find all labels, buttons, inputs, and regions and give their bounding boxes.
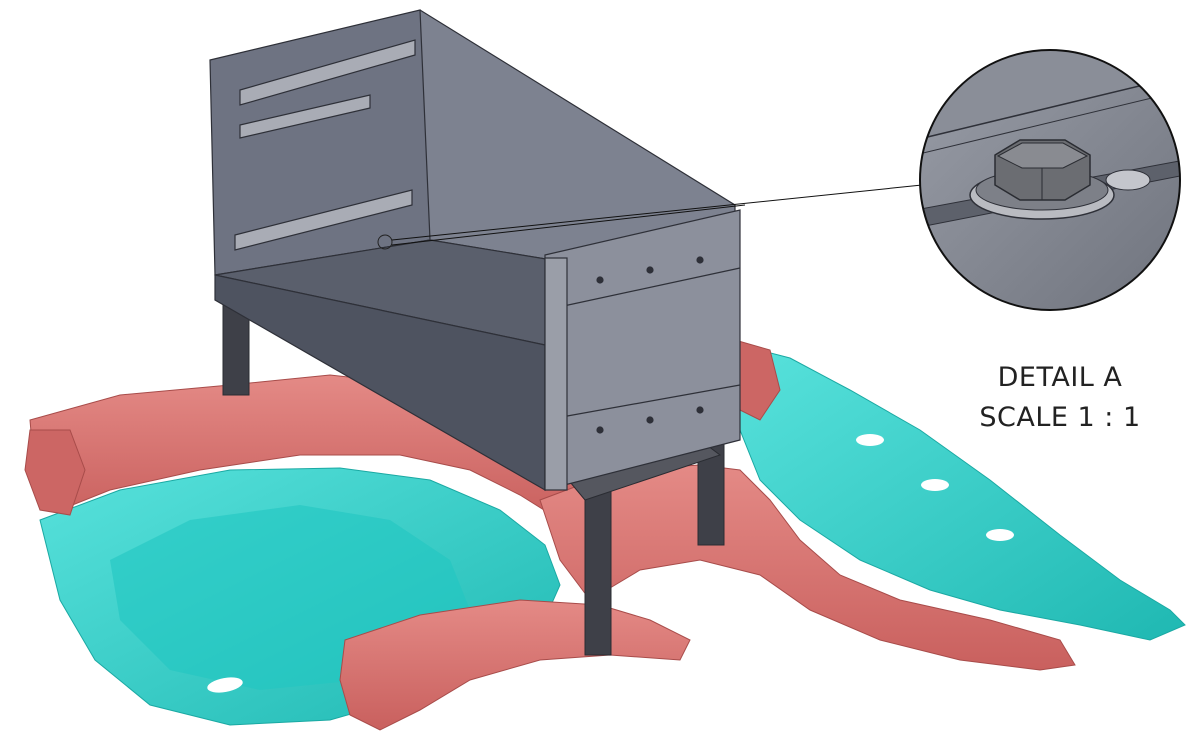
panel-seam [544,384,741,421]
detail-circle-outline [919,49,1181,311]
detail-scale: SCALE 1 : 1 [979,402,1141,433]
drawer-slide-rail [239,94,371,139]
mount-hole [696,256,704,264]
mount-hole [596,426,604,434]
panel-seam [544,267,741,311]
hex-bolt-icon [994,139,1091,201]
floor-slot [207,677,243,693]
drawer-slide-rail [234,189,413,251]
floor-right-section [739,344,1186,641]
detail-a-marker [377,234,393,250]
floor-slot [986,529,1014,541]
cabinet-corner-strip [544,257,568,491]
cabinet-front-panel [544,209,741,491]
floor-slot [856,434,884,446]
mount-hole [646,266,654,274]
mount-hole [696,406,704,414]
leg-front-left [584,469,612,656]
mount-hole [646,416,654,424]
drawer-slide-rail [239,39,416,106]
detail-a-view [919,49,1181,311]
detail-leader-line [391,184,923,241]
detail-leader-line-2 [391,204,746,246]
mount-hole [596,276,604,284]
frame-right-rail [539,464,1076,671]
detail-title: DETAIL A [997,362,1123,393]
floor-slot [921,479,949,491]
frame-left-wheelhouse [24,429,86,516]
